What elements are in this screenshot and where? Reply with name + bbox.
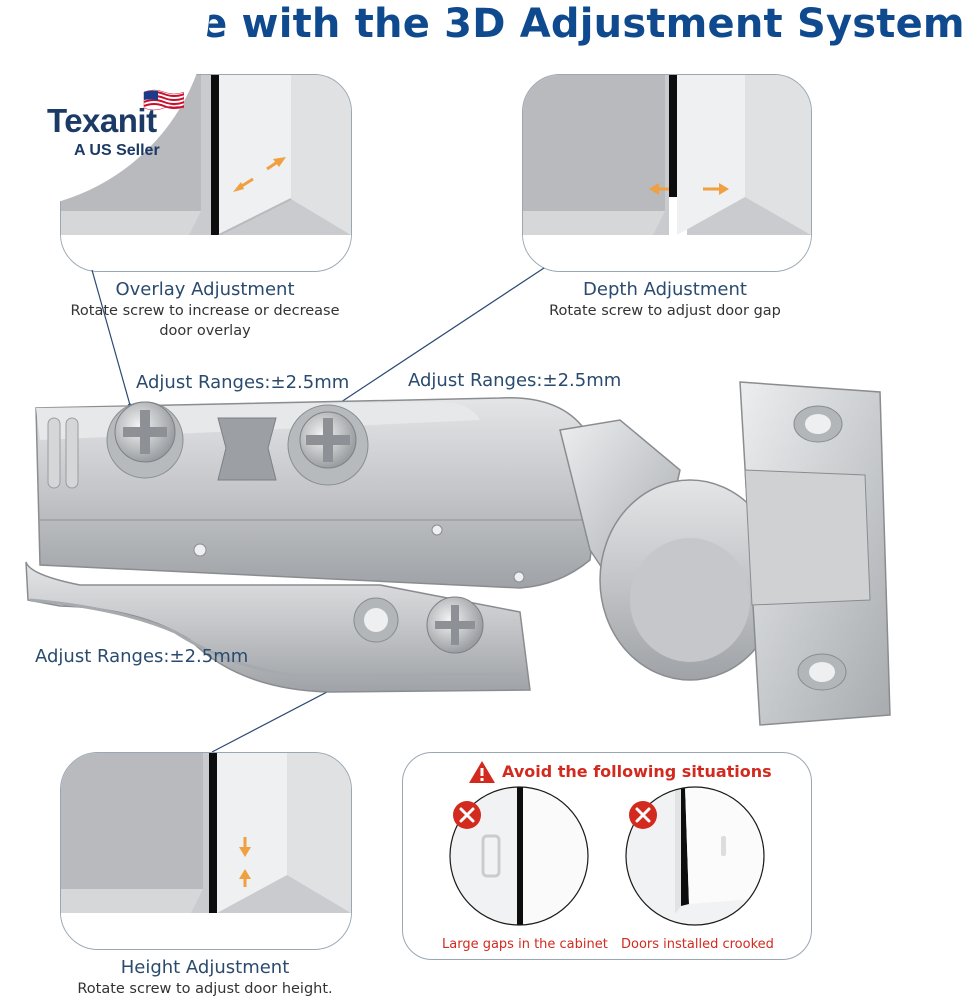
- overlay-desc-line2: door overlay: [159, 323, 251, 339]
- overlay-heading: Overlay Adjustment: [115, 279, 295, 300]
- height-range: Adjust Ranges:±2.5mm: [35, 646, 249, 667]
- depth-desc: Rotate screw to adjust door gap: [549, 303, 781, 319]
- overlay-range: Adjust Ranges:±2.5mm: [136, 372, 350, 393]
- large-gap-illustration: [449, 786, 589, 926]
- us-flag-icon: [142, 88, 184, 112]
- warning-icon: [468, 760, 496, 784]
- hinge-illustration: [25, 381, 891, 726]
- depth-heading: Depth Adjustment: [583, 279, 747, 300]
- error-x-icon: [628, 800, 658, 830]
- depth-detail-panel: [522, 74, 812, 272]
- brand-tagline: A US Seller: [74, 142, 160, 159]
- logo-badge: [0, 0, 260, 240]
- crooked-door-illustration: [625, 786, 765, 926]
- case2-caption: Doors installed crooked: [621, 937, 774, 952]
- case1-caption: Large gaps in the cabinet: [442, 937, 608, 952]
- height-detail-panel: [60, 752, 352, 950]
- brand-name: Texanit: [47, 102, 157, 139]
- height-desc: Rotate screw to adjust door height.: [77, 981, 333, 997]
- error-x-icon: [452, 800, 482, 830]
- overlay-desc-line1: Rotate screw to increase or decrease: [70, 303, 340, 319]
- depth-detail-illustration: [523, 75, 811, 271]
- avoid-title: Avoid the following situations: [502, 762, 772, 781]
- depth-range: Adjust Ranges:±2.5mm: [408, 370, 622, 391]
- height-heading: Height Adjustment: [120, 957, 290, 978]
- height-detail-illustration: [61, 753, 351, 949]
